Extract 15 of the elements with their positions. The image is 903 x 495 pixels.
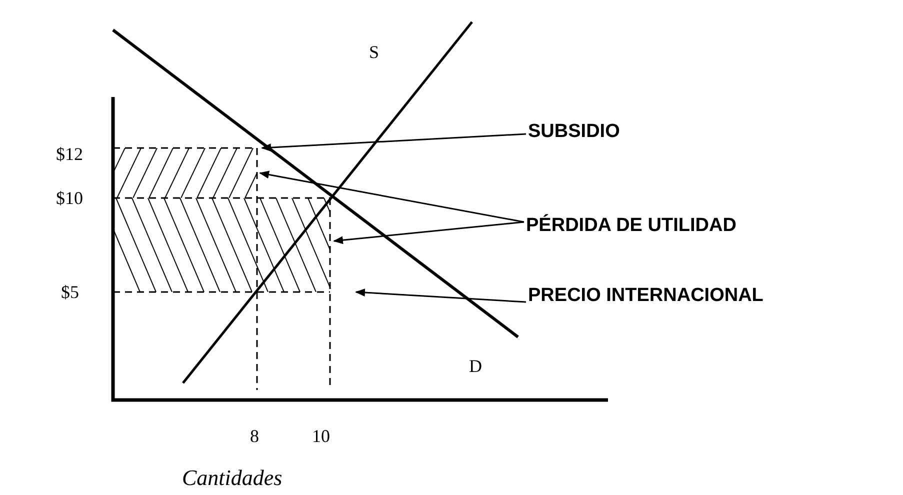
price-label: $10 (56, 187, 83, 209)
quantity-label: 8 (250, 425, 259, 447)
price-label: $5 (61, 281, 79, 303)
axis-title: Cantidades (182, 467, 282, 489)
curve-label: D (469, 355, 482, 377)
callout-label: PRECIO INTERNACIONAL (528, 285, 764, 307)
price-label: $12 (56, 143, 83, 165)
curve-label: S (369, 41, 380, 63)
leader-arrow (261, 133, 526, 152)
leader-arrow (333, 221, 524, 244)
leader-arrow (259, 170, 524, 223)
callout-label: PÉRDIDA DE UTILIDAD (526, 215, 736, 237)
callout-label: SUBSIDIO (528, 121, 620, 143)
leader-arrow (355, 288, 526, 303)
quantity-label: 10 (312, 425, 330, 447)
